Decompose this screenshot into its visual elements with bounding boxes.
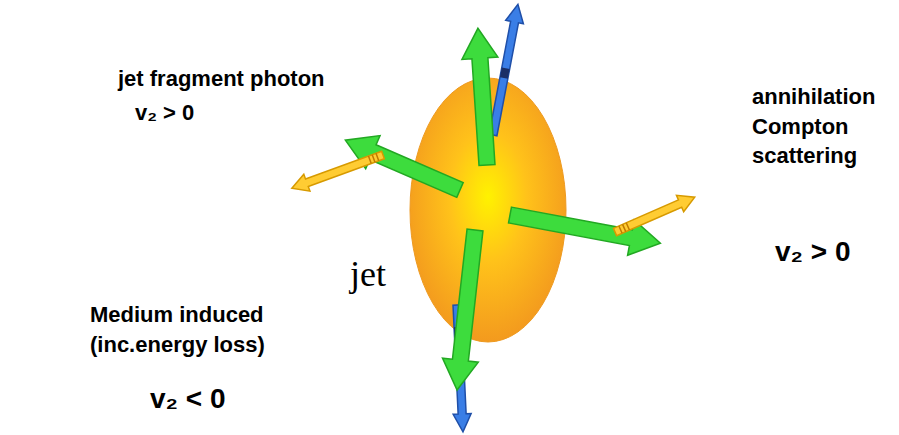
process-note: jet fragment photon — [118, 64, 325, 94]
process-note: Medium induced (inc.energy loss) — [90, 300, 305, 359]
medium-arrow — [460, 27, 505, 166]
jet-label: jet — [350, 250, 386, 299]
flow-value: v₂ > 0 — [135, 98, 194, 128]
process-note: annihilation Compton scattering — [752, 82, 892, 171]
medium-arrow — [507, 197, 664, 261]
flow-value: v₂ < 0 — [150, 380, 226, 418]
photon-arrow — [289, 147, 386, 197]
flow-value: v₂ > 0 — [775, 233, 851, 271]
photon-arrow — [611, 189, 698, 240]
medium-arrow — [439, 228, 493, 392]
